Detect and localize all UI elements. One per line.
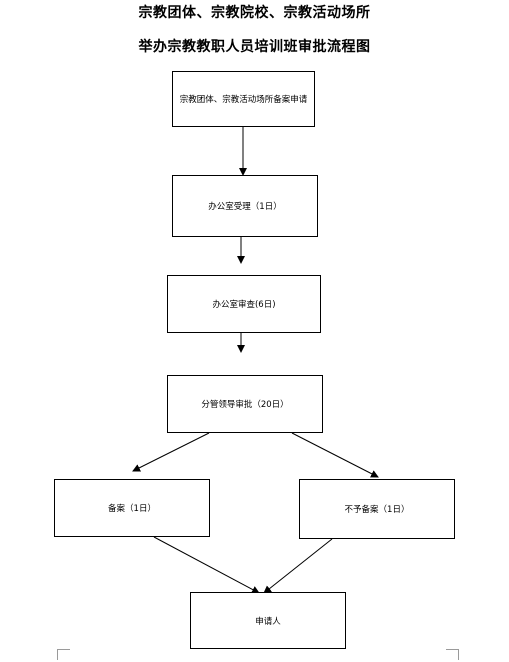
- node-record-label: 备案（1日）: [108, 504, 156, 514]
- node-leader-approval: 分管领导审批（20日）: [167, 375, 323, 433]
- node-leader-approval-label: 分管领导审批（20日）: [201, 400, 289, 410]
- diagram-title-line-2: 举办宗教教职人员培训班审批流程图: [138, 39, 371, 55]
- diagram-title-line-1: 宗教团体、宗教院校、宗教活动场所: [138, 5, 371, 21]
- page-corner-mark-left: [57, 649, 70, 660]
- node-no-record-label: 不予备案（1日）: [344, 505, 410, 515]
- node-office-review-label: 办公室审查(6日): [212, 300, 276, 310]
- arrow-approve-to-record: [132, 432, 210, 472]
- page-corner-mark-right: [446, 649, 459, 660]
- arrow-reject-to-applicant: [263, 538, 333, 594]
- arrow-approve-to-reject: [291, 432, 379, 478]
- node-filing-application-label: 宗教团体、宗教活动场所备案申请: [179, 95, 308, 105]
- node-office-acceptance: 办公室受理（1日）: [172, 175, 318, 237]
- node-no-record: 不予备案（1日）: [299, 479, 455, 539]
- arrow-record-to-applicant: [153, 536, 260, 594]
- node-record: 备案（1日）: [54, 479, 210, 537]
- node-applicant-label: 申请人: [255, 616, 281, 627]
- node-office-acceptance-label: 办公室受理（1日）: [208, 202, 282, 212]
- node-office-review: 办公室审查(6日): [167, 275, 321, 333]
- node-applicant: 申请人: [190, 592, 346, 649]
- node-filing-application: 宗教团体、宗教活动场所备案申请: [172, 71, 315, 127]
